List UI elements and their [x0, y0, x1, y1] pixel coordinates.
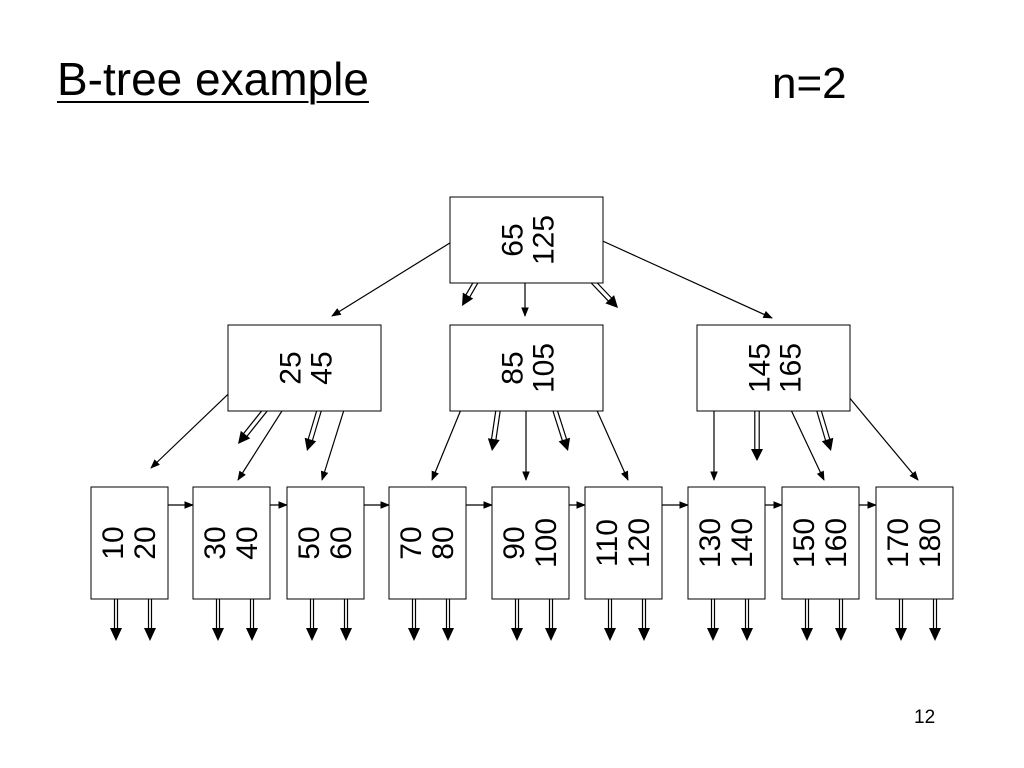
node-key: 10: [97, 526, 130, 559]
node-key: 70: [395, 526, 428, 559]
node-box: [781, 486, 860, 600]
child-pointer: [331, 232, 467, 317]
node-box: [388, 486, 467, 600]
node-key: 45: [306, 351, 339, 384]
order-parameter: n=2: [772, 59, 847, 108]
node-box: [687, 486, 766, 600]
node-box: [491, 486, 570, 600]
child-pointer: [584, 232, 773, 319]
node-box: [90, 486, 169, 600]
node-key: 130: [694, 518, 727, 568]
node-key: 120: [623, 518, 656, 568]
node-key: 125: [528, 215, 561, 265]
node-key: 145: [744, 343, 777, 393]
node-key: 40: [231, 526, 264, 559]
node-key: 140: [726, 518, 759, 568]
node-key: 60: [325, 526, 358, 559]
slide-title: B-tree example: [57, 53, 369, 105]
node-key: 110: [591, 519, 624, 567]
node-key: 150: [788, 518, 821, 568]
node-key: 25: [275, 351, 308, 384]
node-box: [449, 196, 604, 284]
node-key: 20: [129, 526, 162, 559]
node-key: 180: [914, 518, 947, 568]
node-box: [192, 486, 271, 600]
node-box: [875, 486, 954, 600]
slide-number: 12: [914, 707, 936, 728]
node-key: 170: [882, 518, 915, 568]
node-key: 160: [820, 518, 853, 568]
node-key: 105: [528, 343, 561, 393]
pointer-layer: [110, 232, 941, 641]
node-key: 85: [497, 351, 530, 384]
subtree-pointer: [751, 404, 763, 461]
node-key: 80: [427, 526, 460, 559]
node-box: [227, 324, 382, 412]
node-key: 30: [199, 526, 232, 559]
subtree-pointer: [814, 403, 834, 451]
node-key: 165: [775, 343, 808, 393]
node-box: [449, 324, 604, 412]
node-box: [584, 486, 663, 600]
node-box: [696, 324, 851, 412]
node-box: [286, 486, 365, 600]
node-key: 65: [497, 223, 530, 256]
node-key: 100: [530, 518, 563, 568]
node-key: 90: [498, 526, 531, 559]
node-key: 50: [293, 526, 326, 559]
